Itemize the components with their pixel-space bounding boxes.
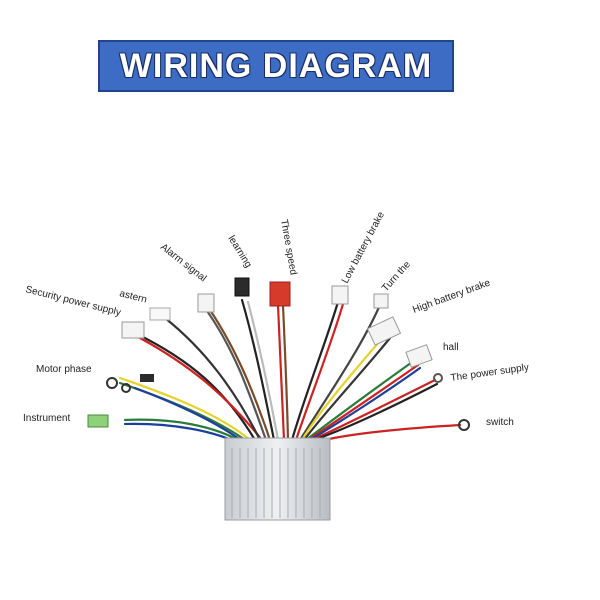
labels: Security power supply astern Alarm signa… [23,210,530,428]
wire-high-battery-brake [302,336,392,442]
page-title: WIRING DIAGRAM [119,46,433,85]
wire-low-battery-brake [290,300,340,442]
connector-low-battery-brake [331,285,349,305]
connector-three-speed [269,281,291,307]
connector-security-power-supply [121,321,145,339]
label-low-battery-brake: Low battery brake [340,210,387,286]
terminal-motor-phase-2 [121,383,131,393]
wire-motor-phase-yellow [118,376,252,442]
label-three-speed: Three speed [278,219,299,276]
wire-motor-phase-blue [133,386,248,446]
wire-high-battery-brake-yellow [300,333,387,442]
wire-security-power-supply-red [138,336,264,442]
connector-turn-the [373,293,389,309]
label-security-power-supply: Security power supply [24,284,122,318]
connector-hall [405,344,433,368]
label-alarm-signal: Alarm signal [158,242,208,285]
connectors [87,277,470,431]
label-learning: learning [225,234,253,270]
label-hall: hall [443,342,459,353]
label-astern: astern [118,288,148,305]
label-the-power-supply: The power supply [450,362,530,384]
label-turn-the: Turn the [380,259,413,294]
terminal-switch [458,419,470,431]
label-high-battery-brake: High battery brake [411,277,492,315]
terminal-motor-phase-1 [106,377,118,389]
connector-learning [234,277,250,297]
wire-hall-red [306,363,420,442]
wire-hall-blue [308,366,422,442]
wire-turn-the [298,303,382,442]
wire-hall-green [304,358,417,442]
wire-alarm-signal-brown [208,308,272,442]
connector-astern [149,307,171,321]
wire-learning-white [246,300,280,442]
controller-box [224,437,331,521]
wire-astern [163,316,262,442]
wire-low-battery-brake-red [294,302,345,442]
wire-the-power-supply-black [312,382,439,442]
label-motor-phase: Motor phase [36,364,92,375]
terminal-motor-phase-3 [140,374,154,382]
wire-three-speed [276,303,286,442]
wire-bundle [118,298,462,448]
connector-high-battery-brake [366,316,402,346]
wire-learning [240,298,276,442]
title-banner: WIRING DIAGRAM [98,40,454,92]
wire-security-power-supply [133,331,257,442]
wire-the-power-supply [310,378,437,442]
terminal-the-power-supply [433,373,443,383]
wire-alarm-signal [203,306,268,442]
wire-three-speed-brown [281,303,290,442]
connector-instrument [87,414,109,428]
label-instrument: Instrument [23,413,70,424]
label-switch: switch [486,417,514,428]
connector-alarm-signal [197,293,215,313]
